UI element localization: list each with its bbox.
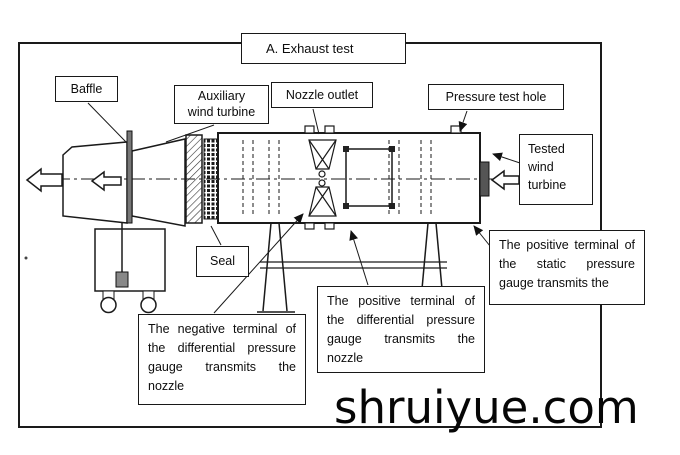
tested-turbine-leader: [492, 152, 521, 164]
inlet-flow-arrow: [490, 169, 520, 191]
positive-static-label-text: The positive terminal of the static pres…: [499, 238, 635, 290]
positive-terminal-static-label: The positive terminal of the static pres…: [489, 230, 645, 305]
positive-static-leader: [473, 225, 491, 247]
pressure-test-hole-label-text: Pressure test hole: [445, 89, 547, 104]
negative-terminal-leader: [213, 213, 304, 314]
nozzle-outlet-label-text: Nozzle outlet: [285, 87, 359, 102]
tested-wind-turbine-label-text: Tested wind turbine: [528, 142, 567, 192]
stray-speck: [24, 256, 28, 260]
baffle-label: Baffle: [55, 76, 118, 102]
positive-terminal-differential-label: The positive terminal of the differentia…: [317, 286, 485, 373]
diagram-title: A. Exhaust test: [266, 40, 354, 56]
diagram-title-box: A. Exhaust test: [241, 33, 406, 64]
seal-leader: [210, 225, 222, 246]
pressure-test-hole-leader: [458, 110, 468, 132]
nozzle-outlet-label: Nozzle outlet: [271, 82, 373, 108]
baffle-label-text: Baffle: [70, 81, 103, 96]
exhaust-flow-arrow: [25, 167, 63, 193]
seal-label: Seal: [196, 246, 249, 277]
baffle-plate: [126, 130, 133, 224]
nozzle-assembly: [308, 139, 337, 217]
auxiliary-wind-turbine-label: Auxiliary wind turbine: [174, 85, 269, 124]
cart-box: [94, 228, 166, 292]
positive-differential-label-text: The positive terminal of the differentia…: [327, 294, 475, 365]
seal-label-text: Seal: [209, 254, 236, 269]
negative-terminal-label-text: The negative terminal of the differentia…: [148, 322, 296, 393]
leader-lines: [87, 102, 521, 314]
inner-flow-arrow: [90, 170, 122, 192]
caster-wheels: [100, 290, 157, 314]
tested-wind-turbine-label: Tested wind turbine: [519, 134, 593, 205]
watermark-text: shruiyue.com: [334, 381, 639, 434]
outlet-flange: [479, 161, 490, 197]
auxiliary-label-text: Auxiliary wind turbine: [187, 89, 256, 119]
baffle-leader: [87, 102, 127, 143]
positive-differential-leader: [349, 230, 369, 286]
flow-arrows: [25, 167, 520, 193]
damper-rod: [115, 223, 129, 288]
nozzle-outlet-leader: [312, 108, 320, 135]
auxiliary-leader: [165, 124, 215, 143]
negative-terminal-label: The negative terminal of the differentia…: [138, 314, 306, 405]
main-duct: [217, 125, 481, 230]
exhaust-duct-left-section: [62, 138, 186, 227]
pressure-test-hole-label: Pressure test hole: [428, 84, 564, 110]
access-door: [343, 146, 395, 209]
